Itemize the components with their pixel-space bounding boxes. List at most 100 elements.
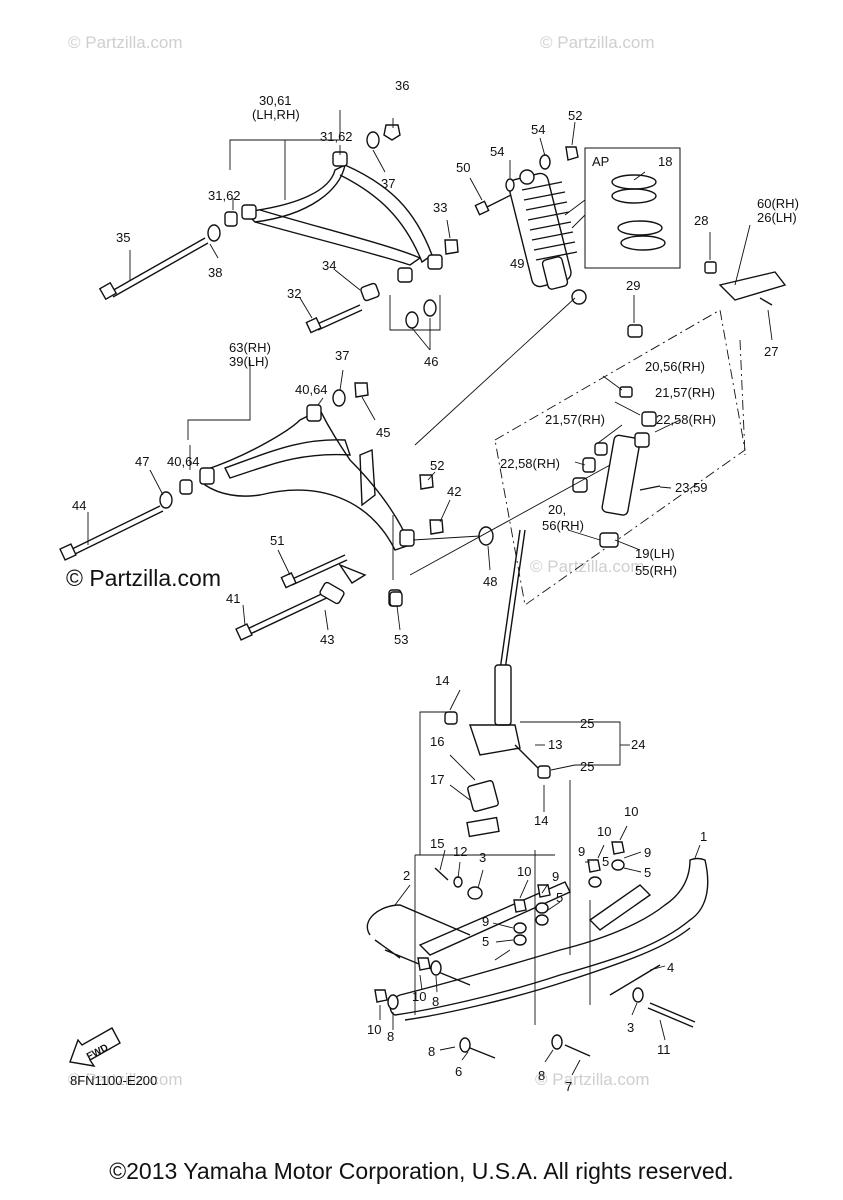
callout-11: 11: [657, 1042, 671, 1057]
callout-44: 44: [72, 498, 86, 513]
callout-10: 10: [367, 1022, 381, 1037]
callout-37: 37: [335, 348, 349, 363]
callout-19: 19(LH): [635, 546, 675, 561]
callout-56: 56(RH): [542, 518, 584, 533]
callout-10: 10: [412, 989, 426, 1004]
watermark: © Partzilla.com: [68, 1070, 183, 1089]
callout-29: 29: [626, 278, 640, 293]
callout-10: 10: [624, 804, 638, 819]
ski: [366, 857, 709, 1021]
callout-47: 47: [135, 454, 149, 469]
callout-9: 9: [578, 844, 585, 859]
callout-50: 50: [456, 160, 470, 175]
callout-24: 24: [631, 737, 645, 752]
callout-21: 21,57(RH): [655, 385, 715, 400]
callout-21: 21,57(RH): [545, 412, 605, 427]
callout-7: 7: [565, 1079, 572, 1094]
callout-52: 52: [568, 108, 582, 123]
callout-3: 3: [479, 850, 486, 865]
callout-2: 2: [403, 868, 410, 883]
callout-23: 23,59: [675, 480, 708, 495]
upper-arm: [224, 151, 443, 302]
callout-38: 38: [208, 265, 222, 280]
watermark: © Partzilla.com: [68, 33, 183, 52]
callout-27: 27: [764, 344, 778, 359]
callout-37: 37: [381, 176, 395, 191]
callout-20: 20,: [548, 502, 566, 517]
callout-22: 22,58(RH): [656, 412, 716, 427]
callout-8: 8: [387, 1029, 394, 1044]
callout-54: 54: [490, 144, 504, 159]
callout-25: 25: [580, 759, 594, 774]
callout-13: 13: [548, 737, 562, 752]
callout-5: 5: [602, 854, 609, 869]
callout-41: 41: [226, 591, 240, 606]
callout-18: 18: [658, 154, 672, 169]
watermark: © Partzilla.com: [530, 557, 645, 576]
callout-51: 51: [270, 533, 284, 548]
callout-25: 25: [580, 716, 594, 731]
callout-10: 10: [517, 864, 531, 879]
callout-1: 1: [700, 829, 707, 844]
callout-5: 5: [644, 865, 651, 880]
callout-54: 54: [531, 122, 545, 137]
callout-3: 3: [627, 1020, 634, 1035]
callout-30b: (LH,RH): [252, 107, 300, 122]
bolts: [59, 192, 696, 1059]
spindle-assembly: [494, 261, 787, 606]
callout-4: 4: [667, 960, 674, 975]
callout-5: 5: [556, 890, 563, 905]
copyright-footer: ©2013 Yamaha Motor Corporation, U.S.A. A…: [109, 1158, 734, 1184]
steering-column: [444, 529, 551, 838]
callout-45: 45: [376, 425, 390, 440]
callout-33: 33: [433, 200, 447, 215]
callout-8: 8: [432, 994, 439, 1009]
callout-34: 34: [322, 258, 336, 273]
callout-35: 35: [116, 230, 130, 245]
callout-46: 46: [424, 354, 438, 369]
diagram-code: 8FN1100-E200: [70, 1073, 157, 1088]
callout-40: 40,64: [167, 454, 200, 469]
callout-10: 10: [597, 824, 611, 839]
callout-28: 28: [694, 213, 708, 228]
callout-32: 32: [287, 286, 301, 301]
callout-52: 52: [430, 458, 444, 473]
callout-36: 36: [395, 78, 409, 93]
callout-20: 20,56(RH): [645, 359, 705, 374]
box-label: AP: [592, 154, 609, 169]
watermark: © Partzilla.com: [535, 1070, 650, 1089]
callout-22: 22,58(RH): [500, 456, 560, 471]
watermark-dark: © Partzilla.com: [66, 565, 221, 591]
callout-5: 5: [482, 934, 489, 949]
callout-8: 8: [538, 1068, 545, 1083]
callouts: 30,61 (LH,RH) 36 31,62 31,62 37 33 35 38…: [70, 78, 799, 1094]
callout-14: 14: [435, 673, 449, 688]
leader-lines: [87, 110, 773, 1076]
callout-9: 9: [482, 914, 489, 929]
callout-42: 42: [447, 484, 461, 499]
lower-arm: [179, 404, 415, 607]
callout-16: 16: [430, 734, 444, 749]
callout-14: 14: [534, 813, 548, 828]
callout-31: 31,62: [320, 129, 353, 144]
spring-box: AP: [564, 147, 681, 269]
callout-40: 40,64: [295, 382, 328, 397]
callout-30: 30,61: [259, 93, 292, 108]
watermarks: © Partzilla.com © Partzilla.com © Partzi…: [66, 33, 655, 1089]
watermark: © Partzilla.com: [540, 33, 655, 52]
callout-12: 12: [453, 844, 467, 859]
callout-6: 6: [455, 1064, 462, 1079]
callout-15: 15: [430, 836, 444, 851]
callout-55: 55(RH): [635, 563, 677, 578]
callout-39: 39(LH): [229, 354, 269, 369]
callout-9: 9: [644, 845, 651, 860]
callout-8: 8: [428, 1044, 435, 1059]
callout-17: 17: [430, 772, 444, 787]
callout-60: 60(RH): [757, 196, 799, 211]
callout-49: 49: [510, 256, 524, 271]
callout-9: 9: [552, 869, 559, 884]
callout-31: 31,62: [208, 188, 241, 203]
callout-63: 63(RH): [229, 340, 271, 355]
callout-43: 43: [320, 632, 334, 647]
